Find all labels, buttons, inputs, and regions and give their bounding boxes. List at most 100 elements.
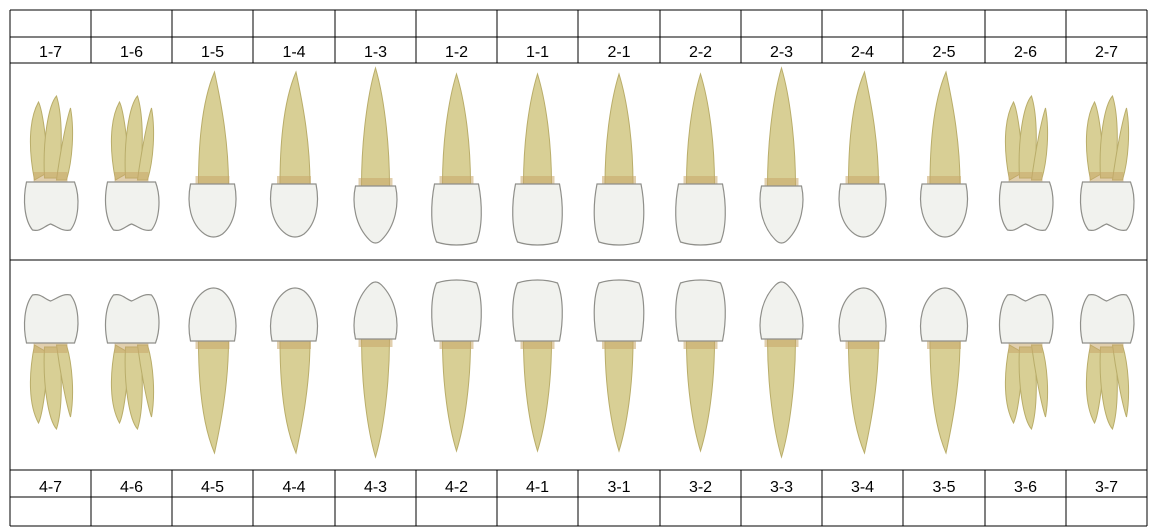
upper-tooth-label: 2-1 <box>607 44 630 61</box>
upper-tooth-1-1 <box>513 74 563 245</box>
upper-tooth-label: 1-1 <box>526 44 549 61</box>
lower-tooth-4-7 <box>25 295 78 429</box>
upper-tooth-2-1 <box>594 74 644 245</box>
lower-tooth-label: 4-2 <box>445 479 468 496</box>
tooth-cej <box>1009 172 1043 182</box>
tooth-cej <box>1090 172 1124 182</box>
upper-tooth-label: 1-5 <box>201 44 224 61</box>
upper-tooth-label: 1-3 <box>364 44 387 61</box>
tooth-crown <box>676 184 726 245</box>
tooth-cej <box>1090 343 1124 353</box>
tooth-root <box>687 341 715 451</box>
lower-tooth-label: 4-3 <box>364 479 387 496</box>
upper-tooth-label: 2-4 <box>851 44 874 61</box>
tooth-root <box>605 74 633 184</box>
lower-tooth-label: 4-1 <box>526 479 549 496</box>
tooth-crown <box>1081 295 1134 343</box>
lower-tooth-3-1 <box>594 280 644 451</box>
upper-tooth-1-2 <box>432 74 482 245</box>
upper-tooth-label: 1-6 <box>120 44 143 61</box>
tooth-crown <box>1081 182 1134 230</box>
upper-tooth-2-3 <box>760 68 803 243</box>
tooth-crown <box>513 184 563 245</box>
tooth-crown <box>432 280 482 341</box>
upper-tooth-label: 2-2 <box>689 44 712 61</box>
lower-tooth-label: 4-4 <box>282 479 305 496</box>
lower-tooth-3-7 <box>1081 295 1134 429</box>
lower-tooth-3-5 <box>921 288 968 453</box>
tooth-root <box>605 341 633 451</box>
upper-tooth-2-6 <box>1000 96 1053 230</box>
tooth-crown <box>354 282 397 339</box>
tooth-crown <box>25 182 78 230</box>
upper-tooth-label: 2-7 <box>1095 44 1118 61</box>
tooth-root <box>768 68 796 186</box>
tooth-root <box>524 341 552 451</box>
tooth-crown <box>921 184 968 237</box>
upper-tooth-label: 2-5 <box>932 44 955 61</box>
lower-tooth-3-4 <box>839 288 886 453</box>
tooth-root <box>280 341 310 453</box>
tooth-crown <box>189 184 236 237</box>
tooth-crown <box>1000 182 1053 230</box>
tooth-crown <box>354 186 397 243</box>
upper-tooth-label: 2-3 <box>770 44 793 61</box>
upper-tooth-label: 1-7 <box>39 44 62 61</box>
lower-tooth-label: 3-7 <box>1095 479 1118 496</box>
lower-tooth-label: 3-5 <box>932 479 955 496</box>
tooth-root <box>199 341 229 453</box>
tooth-cej <box>115 343 149 353</box>
tooth-cej <box>34 172 68 182</box>
tooth-crown <box>271 288 318 341</box>
tooth-cej <box>34 343 68 353</box>
upper-labels: 1-7 1-6 1-5 1-4 1-3 1-2 1-1 2-1 2-2 2-3 2-4 2-5 2-6 2… <box>39 44 1118 61</box>
lower-tooth-4-4 <box>271 288 318 453</box>
lower-tooth-label: 4-7 <box>39 479 62 496</box>
tooth-crown <box>106 295 159 343</box>
tooth-crown <box>760 282 803 339</box>
upper-tooth-1-3 <box>354 68 397 243</box>
tooth-crown <box>760 186 803 243</box>
lower-tooth-3-3 <box>760 282 803 457</box>
tooth-crown <box>1000 295 1053 343</box>
lower-tooth-3-6 <box>1000 295 1053 429</box>
upper-tooth-label: 1-2 <box>445 44 468 61</box>
lower-labels: 4-74-64-54-44-34-24-13-13-23-33-43-53-63… <box>39 479 1118 496</box>
tooth-root <box>687 74 715 184</box>
tooth-crown <box>921 288 968 341</box>
tooth-crown <box>676 280 726 341</box>
upper-tooth-2-2 <box>676 74 726 245</box>
tooth-root <box>849 72 879 184</box>
tooth-cej <box>115 172 149 182</box>
tooth-root <box>930 341 960 453</box>
chart-grid <box>10 10 1147 526</box>
lower-tooth-3-2 <box>676 280 726 451</box>
tooth-crown <box>513 280 563 341</box>
tooth-root <box>199 72 229 184</box>
tooth-crown <box>839 184 886 237</box>
upper-tooth-2-5 <box>921 72 968 237</box>
tooth-root <box>524 74 552 184</box>
tooth-root <box>362 339 390 457</box>
lower-tooth-4-2 <box>432 280 482 451</box>
tooth-root <box>443 74 471 184</box>
lower-tooth-label: 3-3 <box>770 479 793 496</box>
upper-tooth-1-6 <box>106 96 159 230</box>
lower-tooth-4-6 <box>106 295 159 429</box>
tooth-crown <box>25 295 78 343</box>
upper-tooth-label: 1-4 <box>282 44 305 61</box>
upper-tooth-2-4 <box>839 72 886 237</box>
upper-tooth-label: 2-6 <box>1014 44 1037 61</box>
tooth-crown <box>189 288 236 341</box>
upper-tooth-1-5 <box>189 72 236 237</box>
tooth-root <box>362 68 390 186</box>
tooth-cej <box>1009 343 1043 353</box>
upper-tooth-1-7 <box>25 96 78 230</box>
tooth-crown <box>594 280 644 341</box>
lower-tooth-label: 3-1 <box>607 479 630 496</box>
lower-tooth-4-5 <box>189 288 236 453</box>
lower-tooth-4-1 <box>513 280 563 451</box>
tooth-root <box>849 341 879 453</box>
upper-tooth-2-7 <box>1081 96 1134 230</box>
